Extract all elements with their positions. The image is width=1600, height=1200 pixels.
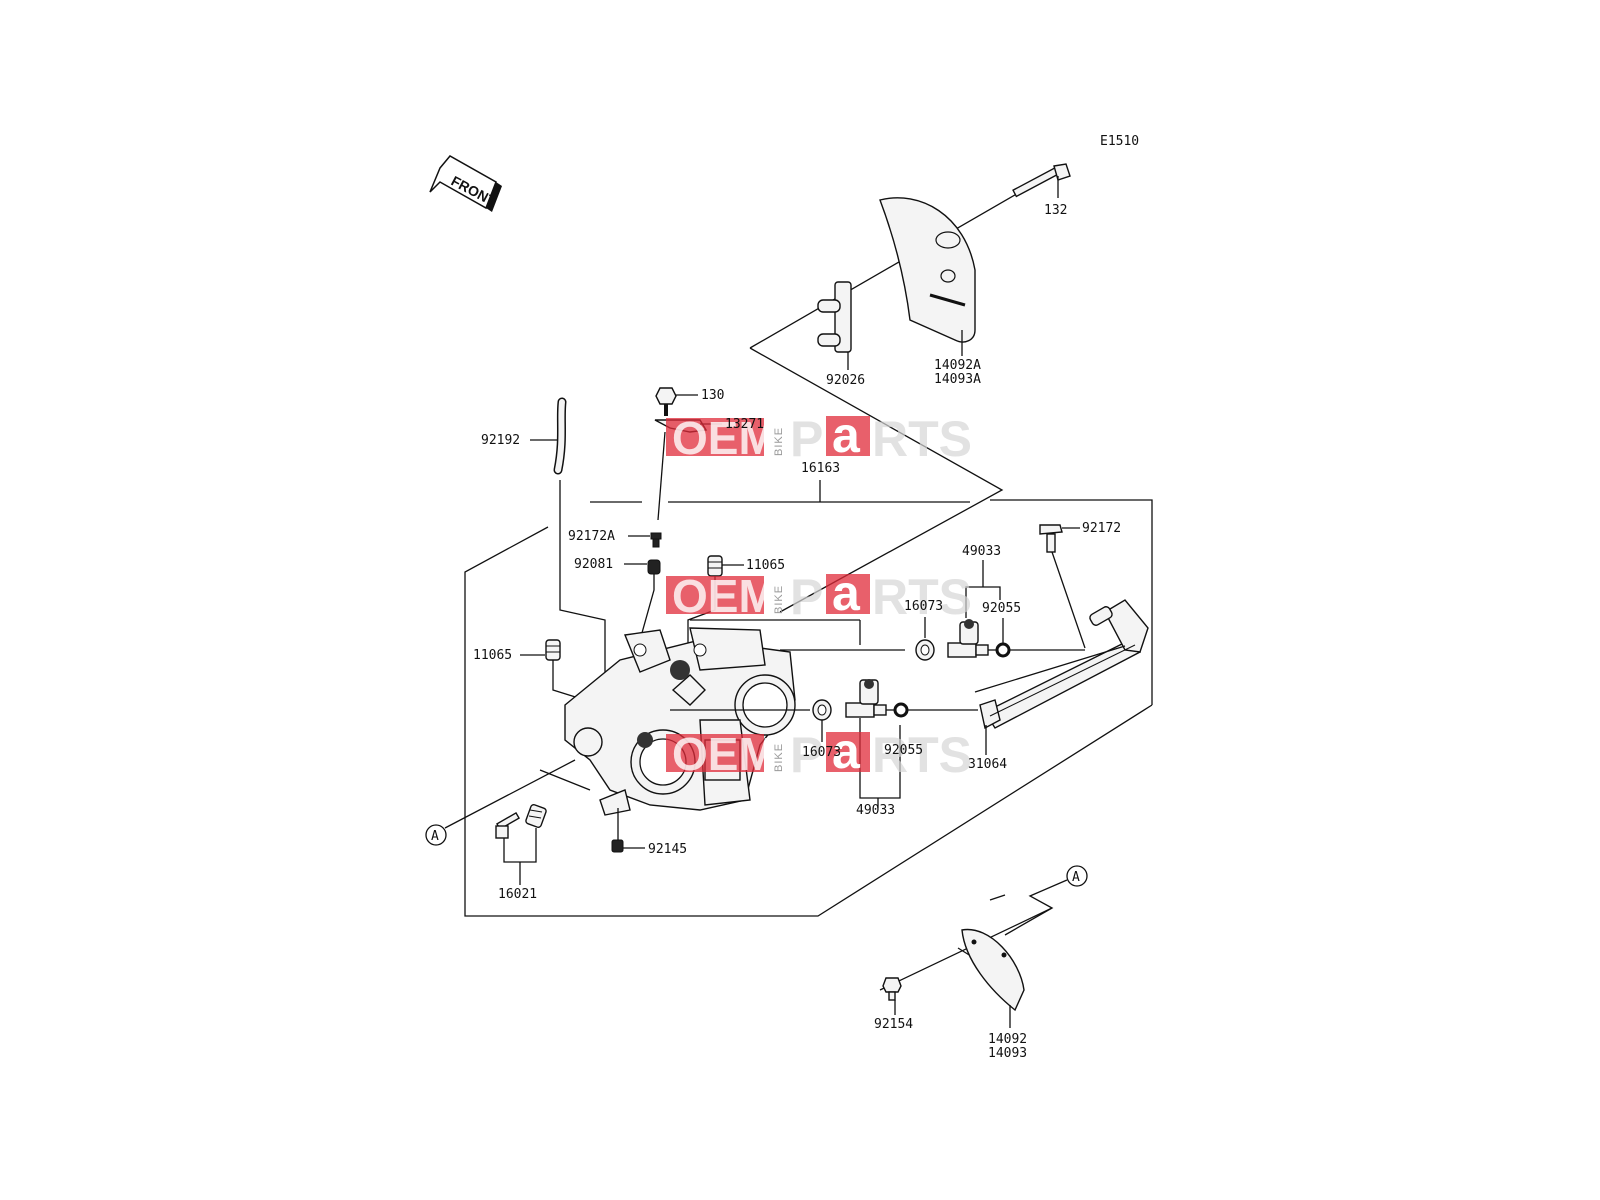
leader-line [539,769,591,791]
leader-line [503,828,537,863]
svg-text:a: a [832,723,861,779]
svg-text:RTS: RTS [872,569,972,625]
svg-text:BIKE: BIKE [773,585,785,614]
ref-marker-a-right: A [1066,865,1088,887]
svg-text:a: a [832,565,861,621]
callout-13271[interactable]: 13271 [725,417,764,432]
watermark-1: OEM BIKE P a RTS [666,407,972,467]
boundary-line [464,526,1153,917]
screw-92145-icon [611,839,624,853]
svg-text:A: A [431,829,439,844]
leader-line [559,480,606,680]
leader-line [639,574,655,641]
callout-92172[interactable]: 92172 [1082,521,1121,536]
callout-130[interactable]: 130 [701,388,724,403]
callout-49033-lower[interactable]: 49033 [856,803,895,818]
callout-14092a[interactable]: 14092A [934,358,981,373]
svg-text:OEM: OEM [672,570,777,622]
svg-text:RTS: RTS [872,727,972,783]
leader-line [657,431,666,521]
screw-92172a-icon [650,532,662,548]
leader-line [444,759,576,829]
leader-line [989,894,1006,901]
throttle-body-icon [564,627,796,816]
callout-16163[interactable]: 16163 [801,461,840,476]
cap-11065-icon [707,555,723,577]
callout-132[interactable]: 132 [1044,203,1067,218]
svg-text:P: P [790,411,823,467]
svg-text:BIKE: BIKE [773,427,785,456]
cover-plate-icon [961,928,1025,1012]
watermark-2: OEM BIKE P a RTS [666,565,972,625]
fuel-rail-31064-icon [979,599,1149,730]
callout-16021[interactable]: 16021 [498,887,537,902]
callout-92154[interactable]: 92154 [874,1017,913,1032]
leader-line [1051,551,1086,649]
svg-text:a: a [832,407,861,463]
bolt-132-icon [1012,163,1071,198]
svg-text:RTS: RTS [872,411,972,467]
callout-92172a[interactable]: 92172A [568,529,615,544]
screw-16021-icon [495,804,547,839]
callout-31064[interactable]: 31064 [968,757,1007,772]
callout-14092[interactable]: 14092 [988,1032,1027,1047]
o-ring-92055-upper-icon [995,642,1011,658]
callout-49033-upper[interactable]: 49033 [962,544,1001,559]
callout-11065-left[interactable]: 11065 [473,648,512,663]
callout-92055-lower[interactable]: 92055 [884,743,923,758]
svg-text:P: P [790,569,823,625]
callout-14093a[interactable]: 14093A [934,372,981,387]
callout-92081[interactable]: 92081 [574,557,613,572]
cap-11065-left-icon [545,639,561,661]
callout-92145[interactable]: 92145 [648,842,687,857]
front-arrow-icon: FRONT [429,155,502,212]
svg-text:A: A [1072,870,1080,885]
callout-16073-lower[interactable]: 16073 [802,745,841,760]
ref-marker-a-left: A [425,824,447,846]
callout-92026[interactable]: 92026 [826,373,865,388]
svg-text:BIKE: BIKE [773,743,785,772]
svg-text:OEM: OEM [672,728,777,780]
screw-130-icon [655,387,677,416]
leader-line [1004,907,1053,936]
diagram-code: E1510 [1100,134,1139,149]
callout-92192[interactable]: 92192 [481,433,520,448]
screw-92154-icon [882,977,902,1001]
heat-shield-icon [879,197,976,343]
leader-line [974,645,1126,693]
svg-text:P: P [790,727,823,783]
svg-text:OEM: OEM [672,412,777,464]
callout-16073-upper[interactable]: 16073 [904,599,943,614]
o-ring-92055-lower-icon [893,702,909,718]
callout-92055-upper[interactable]: 92055 [982,601,1021,616]
boundary-line [990,499,1153,705]
callout-11065-upper[interactable]: 11065 [746,558,785,573]
callout-14093[interactable]: 14093 [988,1046,1027,1061]
watermark-3: OEM BIKE P a RTS [666,723,972,783]
screw-92172-icon [1039,524,1063,553]
leader-line [749,347,1004,613]
leader-line [749,191,1021,349]
injector-49033-upper-icon [947,619,989,658]
spring-92081-icon [647,559,661,575]
bracket-92026-icon [817,281,852,353]
injector-49033-lower-icon [845,679,887,718]
